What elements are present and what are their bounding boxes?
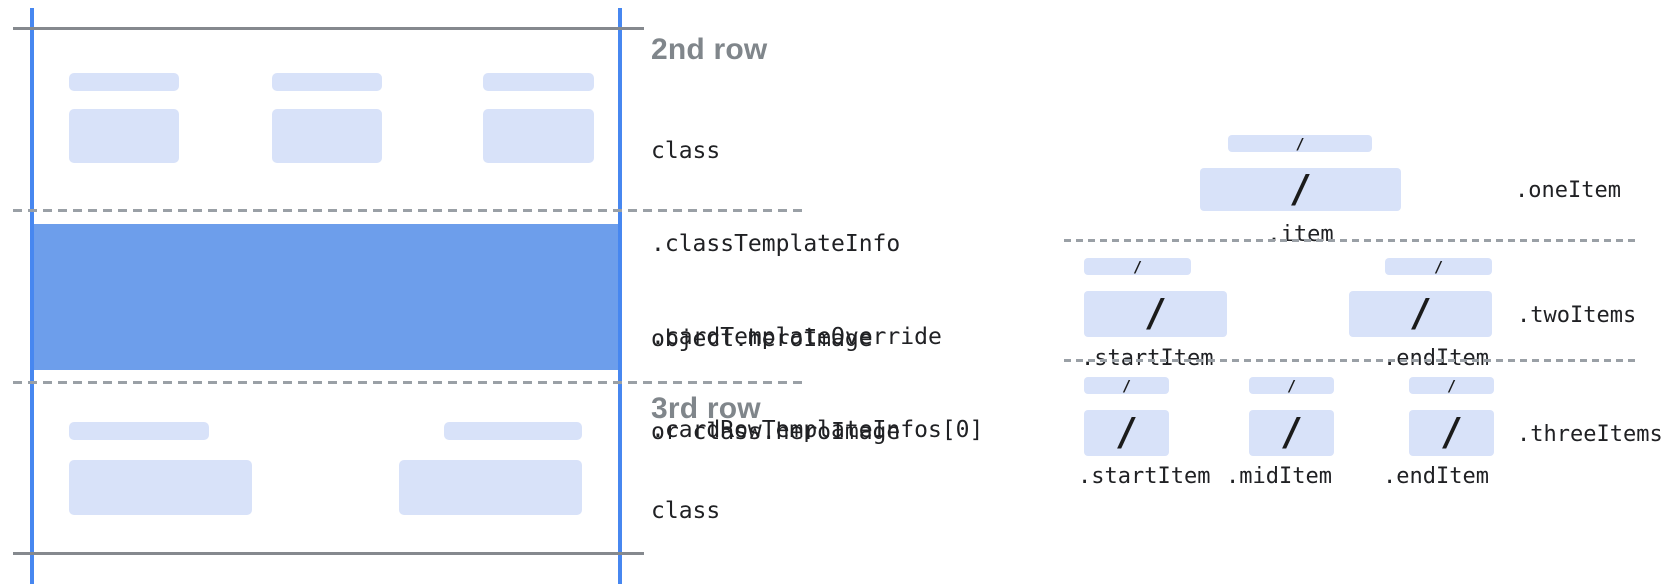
slash-glyph: / [1295,134,1305,153]
code-line: class [651,138,721,164]
code-line: object.heroImage [651,326,873,352]
slash-glyph: / [1280,410,1303,454]
code-line: .classTemplateInfo [651,231,901,257]
code-line: .cardTemplateOverride [651,324,942,350]
three-items-start-field-label: .startItem [1078,464,1211,489]
card-bottom-line [13,552,644,555]
two-items-end-value-bar: / [1349,291,1492,337]
one-item-layout-name: .oneItem [1515,178,1621,203]
row2-hero-divider-dashed [13,209,803,212]
three-items-layout-name: .threeItems [1517,422,1663,447]
slash-glyph: / [1144,291,1167,335]
hero-image-band [34,224,618,370]
slash-glyph: / [1132,257,1143,276]
slash-glyph: / [1286,376,1297,395]
code-line: class [651,498,721,524]
two-items-end-label-bar: / [1385,257,1492,276]
one-item-label-bar: / [1228,134,1372,153]
slash-glyph: / [1446,376,1457,395]
slash-glyph: / [1121,376,1132,395]
three-items-mid-value-bar: / [1249,410,1334,456]
three-items-mid-label-bar: / [1249,376,1334,395]
row3-heading: 3rd row [651,392,761,425]
layouts-divider-dashed-2 [1064,359,1640,362]
row2-item3-value-placeholder [483,109,594,163]
layouts-divider-dashed-1 [1064,239,1640,242]
row3-start-value-placeholder [69,460,252,515]
row3-end-label-placeholder [444,422,582,440]
two-items-start-value-bar: / [1084,291,1227,337]
row2-heading: 2nd row [651,33,768,66]
hero-code-block: object.heroImage or class.heroImage [651,262,900,510]
two-items-end-field-label: .endItem [1383,346,1489,372]
one-item-field-label: .item [1267,222,1334,247]
two-items-start-label-bar: / [1084,257,1191,276]
three-items-mid-field-label: .midItem [1226,464,1332,489]
card-right-edge-line [618,8,622,584]
row2-item3-label-placeholder [483,73,594,91]
slash-glyph: / [1115,410,1138,454]
row3-start-label-placeholder [69,422,209,440]
two-items-start-field-label: .startItem [1081,346,1213,372]
slash-glyph: / [1409,291,1432,335]
three-items-end-value-bar: / [1409,410,1494,456]
row2-item2-label-placeholder [272,73,382,91]
card-left-edge-line [30,8,34,584]
card-top-line [13,27,644,30]
three-items-end-field-label: .endItem [1383,464,1489,489]
slash-glyph: / [1433,257,1444,276]
row2-item1-value-placeholder [69,109,179,163]
hero-row3-divider-dashed [13,381,803,384]
row2-code-block: class .classTemplateInfo .cardTemplateOv… [651,74,983,508]
one-item-value-bar: / [1200,166,1401,211]
three-items-start-label-bar: / [1084,376,1169,395]
row2-item1-label-placeholder [69,73,179,91]
code-line: .cardRowTemplateInfos[0] [651,417,984,443]
row2-item2-value-placeholder [272,109,382,163]
three-items-end-label-bar: / [1409,376,1494,395]
row3-end-value-placeholder [399,460,582,515]
slash-glyph: / [1289,166,1312,211]
three-items-start-value-bar: / [1084,410,1169,456]
slash-glyph: / [1440,410,1463,454]
two-items-layout-name: .twoItems [1517,303,1637,328]
row3-code-block: class .classTemplateInfo .cardTemplateOv… [651,434,983,584]
code-line: or class.heroImage [651,419,901,445]
